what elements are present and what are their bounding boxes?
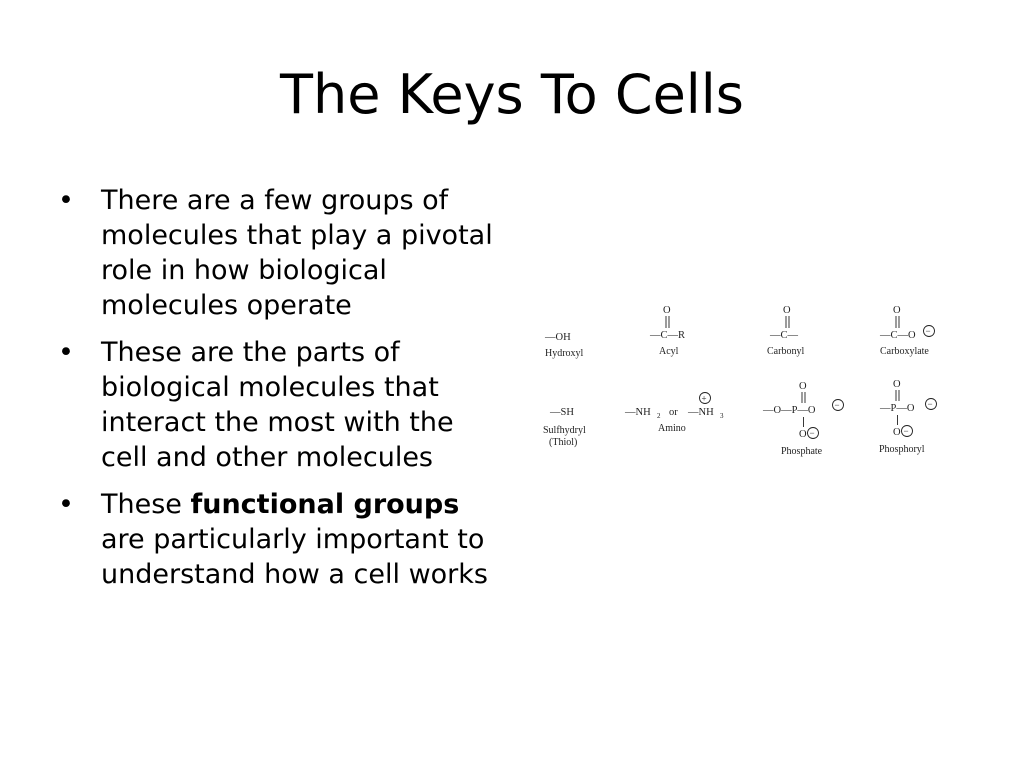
sulfhydryl-formula: —SH bbox=[549, 407, 574, 418]
acyl-oxygen: O bbox=[663, 305, 671, 316]
bullet-dot: • bbox=[58, 489, 74, 520]
amino-or: or bbox=[669, 407, 678, 418]
acyl-label: Acyl bbox=[659, 346, 679, 357]
sulfhydryl-label: Sulfhydryl bbox=[543, 425, 586, 436]
negative-charge-icon bbox=[901, 425, 913, 437]
phosphate-label: Phosphate bbox=[781, 446, 823, 457]
hydroxyl-label: Hydroxyl bbox=[545, 348, 584, 359]
bullet-text-post: are particularly important to understand… bbox=[101, 524, 488, 590]
negative-charge-icon bbox=[807, 427, 819, 439]
negative-charge-sign: − bbox=[926, 326, 931, 336]
carboxylate-formula: —C—O bbox=[879, 330, 916, 341]
carboxylate-oxygen: O bbox=[893, 305, 901, 316]
phosphoryl-formula: —P—O bbox=[879, 403, 915, 414]
bullet-item: • There are a few groups of molecules th… bbox=[58, 183, 503, 323]
phosphate-oxygen-bottom: O bbox=[799, 429, 807, 440]
negative-charge-icon bbox=[832, 399, 844, 411]
amino-formula-b: —NH bbox=[687, 407, 714, 418]
carbonyl-oxygen: O bbox=[783, 305, 791, 316]
bullet-text: There are a few groups of molecules that… bbox=[101, 185, 493, 321]
acyl-group: O —C—R Acyl bbox=[649, 305, 685, 357]
amino-subscript-a: 2 bbox=[657, 412, 661, 420]
negative-charge-icon bbox=[925, 398, 937, 410]
negative-charge-sign: − bbox=[928, 399, 933, 409]
carbonyl-label: Carbonyl bbox=[767, 346, 804, 357]
sulfhydryl-label-thiol: (Thiol) bbox=[549, 437, 577, 448]
carbonyl-formula: —C— bbox=[769, 330, 799, 341]
bullet-text-pre: These bbox=[101, 489, 191, 520]
amino-formula-a: —NH bbox=[624, 407, 651, 418]
positive-charge-sign: + bbox=[702, 394, 707, 404]
phosphoryl-oxygen-top: O bbox=[893, 379, 901, 390]
amino-group: —NH 2 or —NH 3 + Amino bbox=[624, 392, 724, 434]
negative-charge-sign: − bbox=[835, 400, 840, 410]
phosphate-formula: —O—P—O bbox=[762, 405, 816, 416]
sulfhydryl-group: —SH Sulfhydryl (Thiol) bbox=[543, 407, 586, 448]
carboxylate-label: Carboxylate bbox=[880, 346, 929, 357]
slide-title: The Keys To Cells bbox=[280, 63, 744, 126]
negative-charge-sign: − bbox=[904, 426, 909, 436]
phosphoryl-oxygen-bottom: O bbox=[893, 427, 901, 438]
negative-charge-sign: − bbox=[810, 428, 815, 438]
bullet-text: These are the parts of biological molecu… bbox=[101, 337, 454, 473]
functional-groups-figure: —OH Hydroxyl O —C—R Acyl O —C— Carbonyl … bbox=[543, 305, 937, 457]
bullet-dot: • bbox=[58, 337, 74, 368]
phosphate-group: O —O—P—O − O − Phosphate bbox=[762, 381, 844, 457]
bullet-item: • These are the parts of biological mole… bbox=[58, 335, 503, 475]
bullet-text-bold: functional groups bbox=[190, 489, 460, 520]
bullet-dot: • bbox=[58, 185, 74, 216]
phosphoryl-group: O —P—O − O − Phosphoryl bbox=[879, 379, 937, 455]
negative-charge-icon bbox=[923, 325, 935, 337]
positive-charge-icon bbox=[699, 392, 711, 404]
phosphoryl-label: Phosphoryl bbox=[879, 444, 925, 455]
bullet-item: • These functional groups are particular… bbox=[58, 487, 503, 592]
amino-subscript-b: 3 bbox=[720, 412, 724, 420]
carbonyl-group: O —C— Carbonyl bbox=[767, 305, 804, 357]
acyl-formula: —C—R bbox=[649, 330, 685, 341]
bullet-list: • There are a few groups of molecules th… bbox=[58, 183, 503, 604]
hydroxyl-formula: —OH bbox=[544, 332, 571, 343]
amino-label: Amino bbox=[658, 423, 686, 434]
phosphate-oxygen-top: O bbox=[799, 381, 807, 392]
carboxylate-group: O —C—O − Carboxylate bbox=[879, 305, 935, 357]
hydroxyl-group: —OH Hydroxyl bbox=[544, 332, 584, 359]
